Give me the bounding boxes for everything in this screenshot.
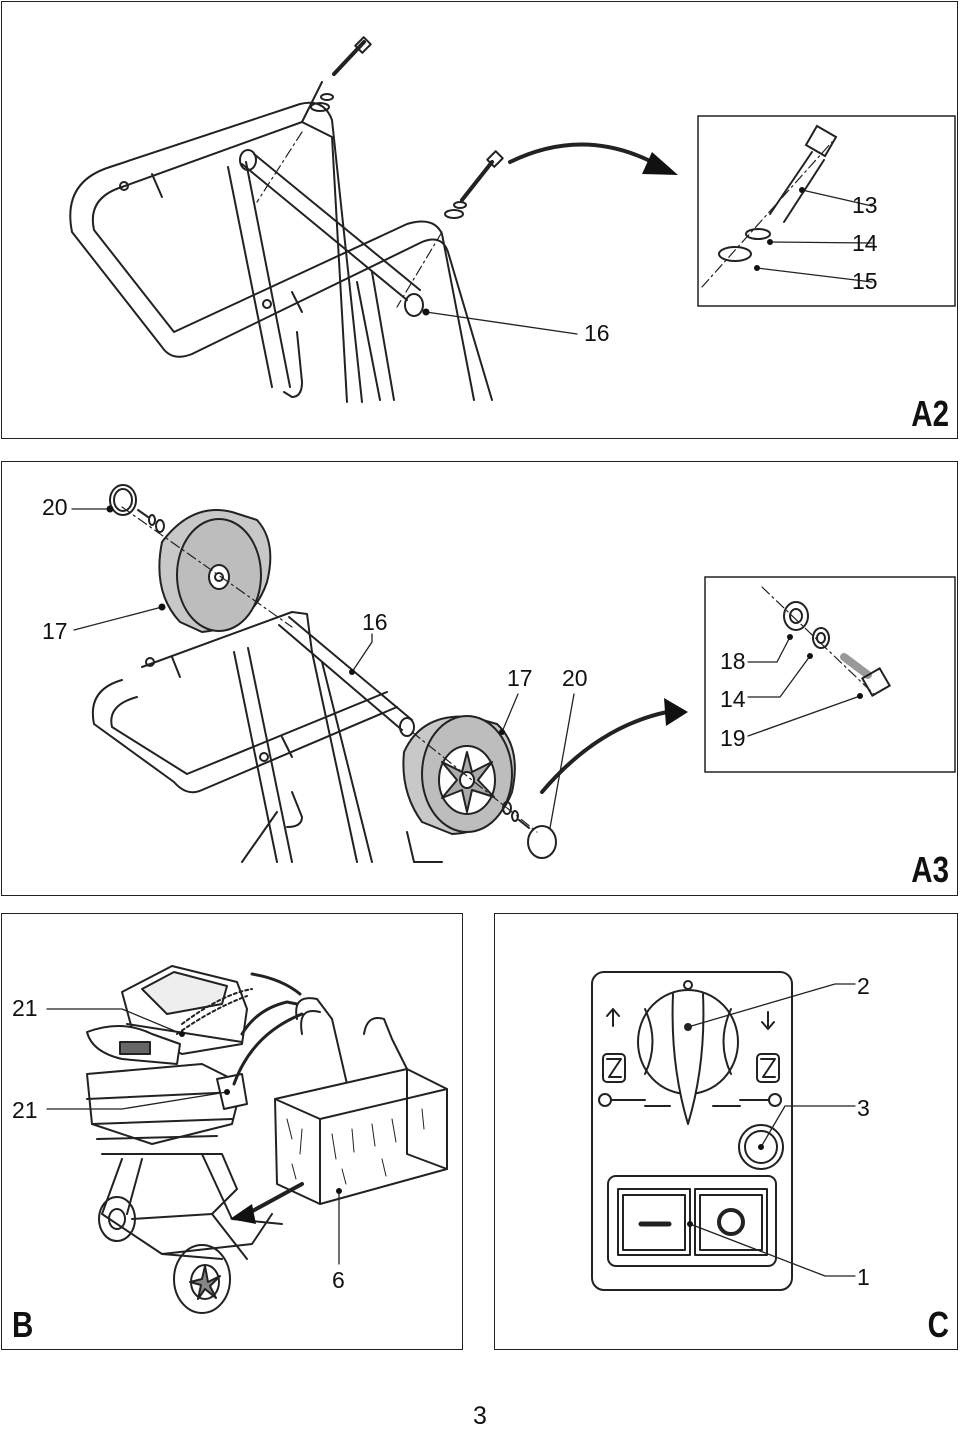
callout-14: 14 <box>852 230 878 256</box>
callout-6: 6 <box>332 1267 345 1293</box>
callout-3: 3 <box>857 1095 870 1121</box>
callout-18: 18 <box>720 648 746 674</box>
callout-20-right: 20 <box>562 665 588 691</box>
callout-13: 13 <box>852 192 878 218</box>
b-shredder-bag-illustration <box>46 965 448 1314</box>
callout-16: 16 <box>584 320 610 346</box>
panel-b: 21 21 6 B <box>1 913 463 1350</box>
panel-a3: 20 17 16 17 20 18 14 19 A3 <box>1 461 958 896</box>
callout-16: 16 <box>362 609 388 635</box>
page-number: 3 <box>473 1402 487 1430</box>
panel-label-c: C <box>927 1304 949 1345</box>
callout-15: 15 <box>852 268 878 294</box>
callout-21-top: 21 <box>12 995 38 1021</box>
callout-20-top: 20 <box>42 494 68 520</box>
callout-19: 19 <box>720 725 746 751</box>
a3-wheel-illustration <box>71 484 956 863</box>
callout-17-left: 17 <box>42 618 68 644</box>
panel-label-b: B <box>12 1304 34 1345</box>
panel-label-a2: A2 <box>911 393 949 434</box>
callout-17-right: 17 <box>507 665 533 691</box>
panel-c: 2 3 1 C <box>494 913 958 1350</box>
c-control-panel-illustration <box>591 971 856 1291</box>
callout-2: 2 <box>857 973 870 999</box>
callout-1: 1 <box>857 1264 870 1290</box>
callout-21-bottom: 21 <box>12 1097 38 1123</box>
a2-handlebar-illustration <box>69 36 956 403</box>
callout-14: 14 <box>720 686 746 712</box>
panel-label-a3: A3 <box>911 849 949 890</box>
panel-a2: 13 14 15 16 A2 <box>1 1 958 439</box>
